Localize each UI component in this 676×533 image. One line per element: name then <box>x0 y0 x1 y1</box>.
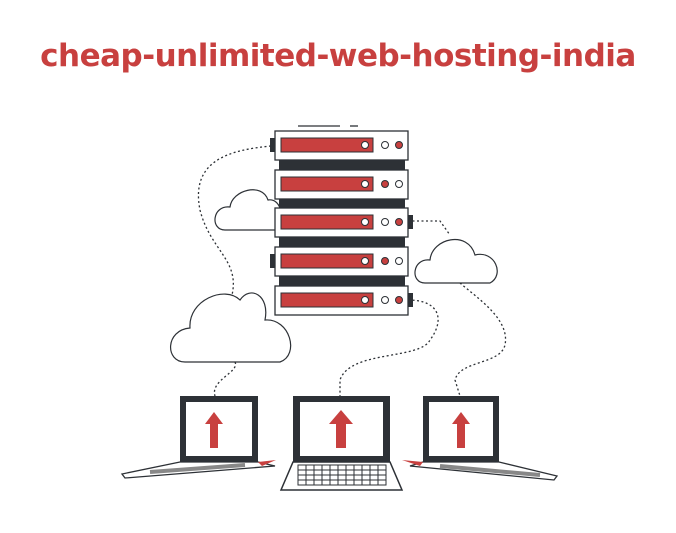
server-unit <box>274 169 409 200</box>
server-unit <box>270 130 409 161</box>
laptop-right <box>402 396 559 481</box>
server-rack <box>270 125 413 316</box>
page-title: cheap-unlimited-web-hosting-india <box>40 38 636 74</box>
cloud-large-left <box>170 292 292 363</box>
server-unit <box>274 285 413 316</box>
network-connections <box>197 145 507 397</box>
cloud-small-left <box>214 189 282 231</box>
cloud-right <box>414 239 498 284</box>
laptop-left <box>120 396 276 479</box>
arrow-up-icon <box>452 412 470 448</box>
arrow-up-icon <box>205 412 223 448</box>
arrow-up-icon <box>329 410 353 448</box>
server-unit <box>274 207 413 238</box>
laptop-center <box>279 396 404 491</box>
server-unit <box>270 246 409 277</box>
